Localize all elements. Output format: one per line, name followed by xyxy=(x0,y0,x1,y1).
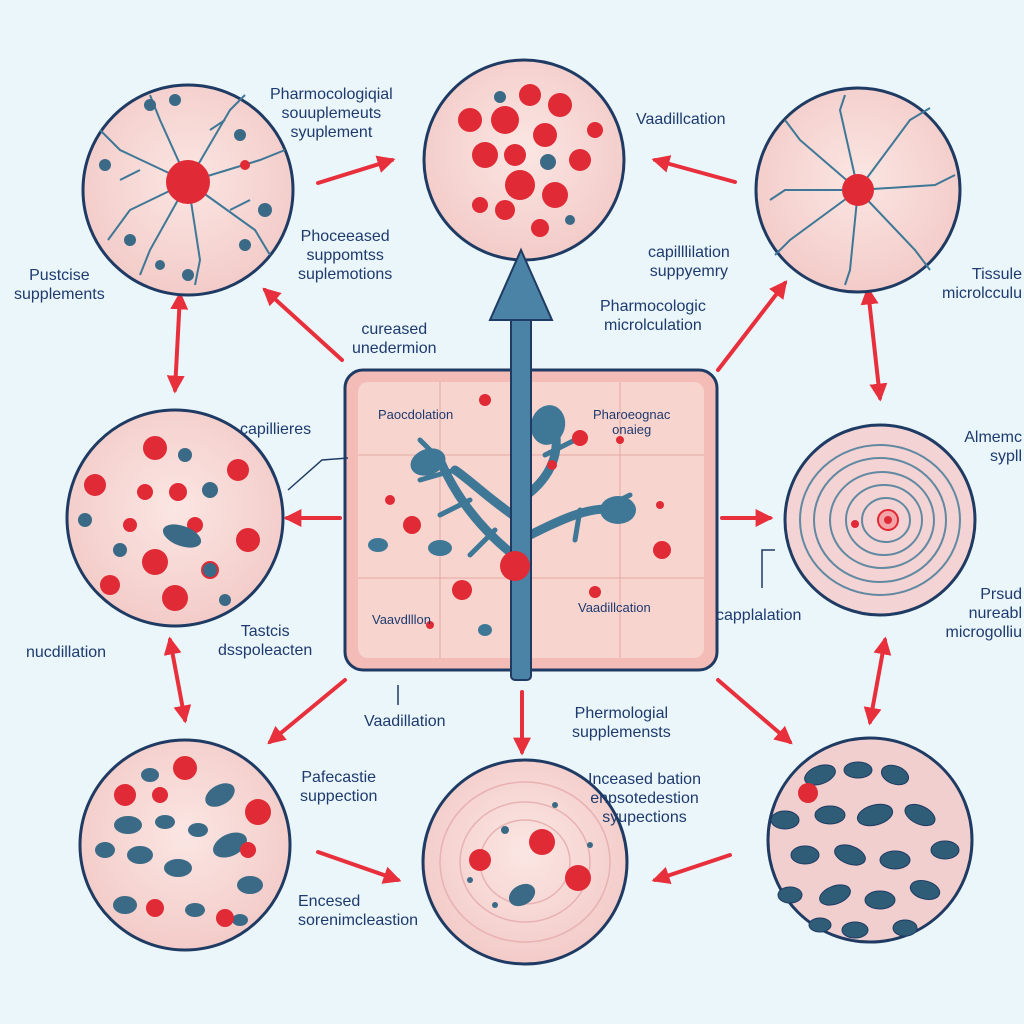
label-line: nureabl xyxy=(968,605,1022,622)
label-panel-vasodilation-bottom-right: Vaadillcation xyxy=(578,600,651,615)
label-line: Inceased bation xyxy=(588,771,701,788)
label-particle-supplements: Pustcise supplements xyxy=(14,266,105,304)
label-line: unedermion xyxy=(352,340,437,357)
label-line: suplemotions xyxy=(298,266,393,283)
tissue-circle-bottom-center xyxy=(421,758,629,966)
label-line: suppection xyxy=(300,788,378,805)
label-line: dsspoleacten xyxy=(218,642,313,659)
label-line: Pafecastie xyxy=(301,769,377,786)
label-line: Pharoeognac xyxy=(593,407,671,422)
label-panel-vasodilation-left: Paocdolation xyxy=(378,407,454,422)
label-pharmacological-supplements-top-left: Pharmocologiqial souuplemeuts syuplement xyxy=(270,85,393,142)
label-line: microgolliu xyxy=(945,624,1022,641)
tissue-circle-blood-top-center xyxy=(422,58,626,262)
tissue-circle-cells-bottom-right xyxy=(766,736,974,944)
label-line: Pustcise xyxy=(29,267,90,284)
label-line: Tissule xyxy=(971,266,1022,283)
label-vasodilation-bottom: Vaadillation xyxy=(364,713,446,730)
label-line: enpsotedestion xyxy=(590,790,699,807)
label-panel-vasodilation-bottom-left: Vaavdlllon xyxy=(372,612,432,627)
label-cappilation: capplalation xyxy=(716,607,802,624)
label-line: suppomtss xyxy=(306,247,384,264)
tissue-circle-neuron-top-right xyxy=(754,86,962,294)
label-pharmacologic-microcirculation: Pharmocologic microlculation xyxy=(600,297,706,335)
leader-lines xyxy=(287,457,775,705)
label-microcirculation-right: Prsud nureabl microgolliu xyxy=(918,585,1022,642)
label-line: Pharmocologiqial xyxy=(270,86,393,103)
label-line: supplements xyxy=(14,286,105,303)
label-vasodilation-top-right: Vaadillcation xyxy=(636,111,726,128)
label-line: capilllilation xyxy=(648,244,730,261)
arrows xyxy=(163,155,892,884)
label-tissue-microcirculation: Tissule microlcculu xyxy=(918,265,1022,303)
label-line: microlcculu xyxy=(941,285,1022,302)
label-tissue-displacement: Tastcis dsspoleacten xyxy=(218,622,312,660)
label-pharmacological-supplements-bottom: Phermologial supplemensts xyxy=(572,704,671,742)
tissue-circle-swirl-mid-right xyxy=(783,423,977,617)
label-line: syuplement xyxy=(290,124,373,141)
label-processed-supplements: Phoceeased suppomtss suplemotions xyxy=(298,227,392,284)
label-line: syupections xyxy=(602,809,687,826)
label-almemc-sypll: Almemc sypll xyxy=(948,428,1022,466)
label-line: Prsud xyxy=(980,586,1022,603)
label-line: supplemensts xyxy=(572,724,671,741)
label-nucdillation: nucdillation xyxy=(26,644,107,661)
label-line: sorenimcleastion xyxy=(298,912,419,929)
label-line: suppyemry xyxy=(649,263,729,280)
tissue-circle-neuron-top-left xyxy=(81,83,295,297)
label-increased-ration: Inceased bation enpsotedestion syupectio… xyxy=(588,770,701,827)
label-line: Tastcis xyxy=(240,623,290,640)
label-line: Pharmocologic xyxy=(600,298,706,315)
label-line: sypll xyxy=(989,448,1022,465)
label-line: microlculation xyxy=(604,317,702,334)
label-line: onaieg xyxy=(612,422,652,437)
label-increased-undermination: cureased unedermion xyxy=(352,320,437,358)
label-line: Almemc xyxy=(964,429,1022,446)
central-tissue-panel xyxy=(343,247,719,681)
tissue-circle-cells-bottom-left xyxy=(78,738,292,952)
label-line: Encesed xyxy=(298,893,361,910)
label-encesed: Encesed sorenimcleastion xyxy=(298,892,418,930)
label-suppression-bottom-left: Pafecastie suppection xyxy=(300,768,377,806)
label-line: cureased xyxy=(361,321,428,338)
label-capillaries: capillieres xyxy=(240,421,312,438)
label-line: Phermologial xyxy=(574,705,669,722)
tissue-circle-cells-mid-left xyxy=(65,408,285,628)
label-line: souuplemeuts xyxy=(281,105,382,122)
label-capillary-supply: capilllilation suppyemry xyxy=(648,243,730,281)
label-line: Phoceeased xyxy=(300,228,390,245)
label-panel-pharmacologic: Pharoeognac onaieg xyxy=(593,407,670,437)
